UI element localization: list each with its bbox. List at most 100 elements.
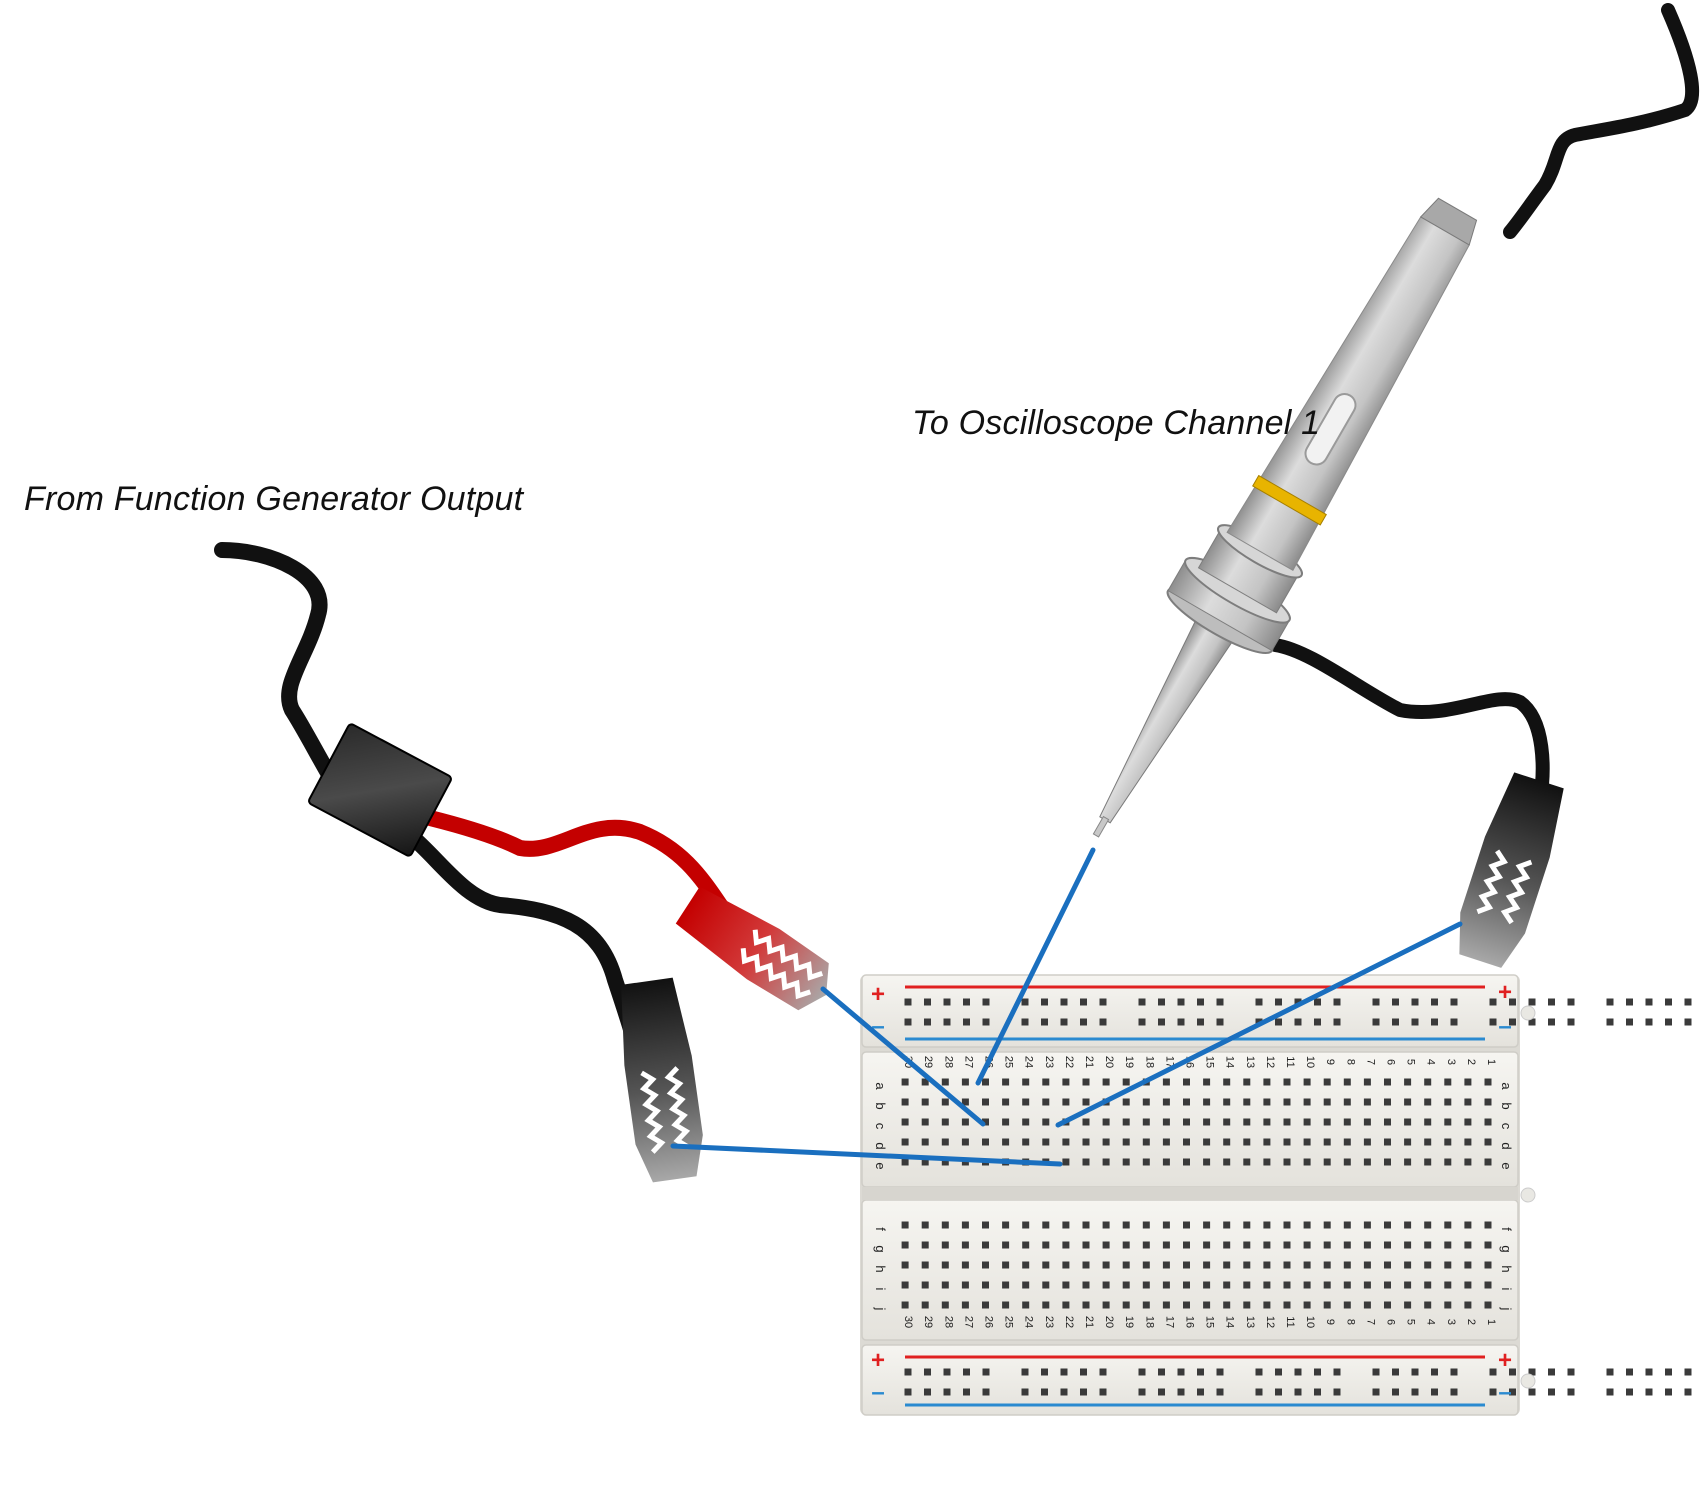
breadboard-hole[interactable] [1489, 1388, 1497, 1396]
breadboard-hole[interactable] [1082, 1221, 1090, 1229]
breadboard-hole[interactable] [1183, 1078, 1190, 1086]
breadboard-hole[interactable] [1223, 1158, 1231, 1166]
breadboard-hole[interactable] [1303, 1281, 1311, 1289]
breadboard-hole[interactable] [1303, 1261, 1311, 1269]
breadboard-hole[interactable] [1424, 1241, 1432, 1249]
breadboard-hole[interactable] [1022, 1118, 1030, 1126]
breadboard-hole[interactable] [1626, 998, 1633, 1006]
breadboard-hole[interactable] [921, 1138, 929, 1146]
breadboard-hole[interactable] [1021, 1368, 1029, 1376]
breadboard-hole[interactable] [1203, 1221, 1211, 1229]
breadboard-hole[interactable] [1411, 1368, 1419, 1376]
breadboard-hole[interactable] [1444, 1281, 1452, 1289]
breadboard-hole[interactable] [982, 1221, 989, 1229]
breadboard-hole[interactable] [1223, 1241, 1231, 1249]
breadboard-hole[interactable] [1203, 1158, 1211, 1166]
breadboard-hole[interactable] [904, 1018, 912, 1026]
breadboard-hole[interactable] [1314, 998, 1321, 1006]
breadboard-hole[interactable] [1384, 1158, 1391, 1166]
breadboard-hole[interactable] [1080, 998, 1087, 1006]
breadboard-hole[interactable] [943, 998, 951, 1006]
breadboard-hole[interactable] [1323, 1261, 1331, 1269]
breadboard-hole[interactable] [1223, 1261, 1231, 1269]
breadboard-hole[interactable] [1372, 998, 1380, 1006]
breadboard-hole[interactable] [982, 998, 990, 1006]
breadboard-hole[interactable] [1122, 1078, 1130, 1086]
breadboard-hole[interactable] [1042, 1138, 1050, 1146]
breadboard-hole[interactable] [1216, 1018, 1224, 1026]
breadboard-hole[interactable] [1062, 1301, 1070, 1309]
breadboard-hole[interactable] [1203, 1098, 1211, 1106]
breadboard-hole[interactable] [1333, 1388, 1341, 1396]
breadboard-hole[interactable] [921, 1241, 929, 1249]
breadboard-hole[interactable] [941, 1261, 949, 1269]
breadboard-hole[interactable] [1606, 1388, 1614, 1396]
breadboard-hole[interactable] [1080, 1368, 1087, 1376]
breadboard-hole[interactable] [1183, 1241, 1190, 1249]
breadboard-hole[interactable] [1062, 1221, 1070, 1229]
breadboard-hole[interactable] [1042, 1221, 1050, 1229]
breadboard-hole[interactable] [1263, 1241, 1271, 1249]
breadboard-hole[interactable] [1450, 1018, 1458, 1026]
breadboard-hole[interactable] [961, 1098, 969, 1106]
breadboard-hole[interactable] [941, 1158, 949, 1166]
breadboard-hole[interactable] [1484, 1261, 1492, 1269]
breadboard-hole[interactable] [1283, 1281, 1291, 1289]
breadboard-hole[interactable] [1404, 1098, 1412, 1106]
breadboard-hole[interactable] [1122, 1241, 1130, 1249]
breadboard-hole[interactable] [901, 1118, 909, 1126]
breadboard-hole[interactable] [921, 1078, 929, 1086]
breadboard-hole[interactable] [941, 1138, 949, 1146]
breadboard-hole[interactable] [1243, 1261, 1251, 1269]
breadboard-hole[interactable] [1411, 1018, 1419, 1026]
breadboard-hole[interactable] [961, 1301, 969, 1309]
breadboard-hole[interactable] [901, 1138, 909, 1146]
breadboard-hole[interactable] [1484, 1301, 1492, 1309]
breadboard-hole[interactable] [1404, 1241, 1412, 1249]
breadboard-hole[interactable] [1343, 1221, 1351, 1229]
breadboard-hole[interactable] [963, 1368, 970, 1376]
breadboard-hole[interactable] [921, 1118, 929, 1126]
breadboard-hole[interactable] [1062, 1078, 1070, 1086]
breadboard-hole[interactable] [901, 1221, 909, 1229]
breadboard-hole[interactable] [1392, 1368, 1399, 1376]
breadboard-hole[interactable] [1606, 1368, 1614, 1376]
breadboard-hole[interactable] [1243, 1301, 1251, 1309]
breadboard-hole[interactable] [1665, 1018, 1672, 1026]
breadboard-hole[interactable] [1684, 998, 1692, 1006]
breadboard-hole[interactable] [901, 1281, 909, 1289]
breadboard-hole[interactable] [1548, 1388, 1555, 1396]
breadboard-hole[interactable] [1082, 1241, 1090, 1249]
breadboard-hole[interactable] [1283, 1261, 1291, 1269]
breadboard-hole[interactable] [1197, 1368, 1204, 1376]
breadboard-hole[interactable] [1142, 1158, 1150, 1166]
breadboard-hole[interactable] [1203, 1118, 1211, 1126]
breadboard-hole[interactable] [961, 1118, 969, 1126]
breadboard-hole[interactable] [1484, 1158, 1492, 1166]
breadboard-hole[interactable] [921, 1281, 929, 1289]
breadboard-hole[interactable] [1665, 1368, 1672, 1376]
breadboard-hole[interactable] [1158, 1388, 1165, 1396]
breadboard-hole[interactable] [1183, 1301, 1190, 1309]
breadboard-hole[interactable] [1294, 1018, 1302, 1026]
breadboard-hole[interactable] [1002, 1241, 1010, 1249]
breadboard-hole[interactable] [1343, 1158, 1351, 1166]
breadboard-hole[interactable] [1162, 1301, 1170, 1309]
breadboard-hole[interactable] [963, 1018, 970, 1026]
breadboard-hole[interactable] [1122, 1281, 1130, 1289]
breadboard-hole[interactable] [1363, 1281, 1371, 1289]
breadboard-hole[interactable] [1102, 1261, 1110, 1269]
breadboard-hole[interactable] [1684, 1018, 1692, 1026]
breadboard-hole[interactable] [1255, 998, 1263, 1006]
breadboard-hole[interactable] [1243, 1138, 1251, 1146]
breadboard-hole[interactable] [1392, 998, 1399, 1006]
black-alligator-clip-oscilloscope[interactable] [1448, 770, 1571, 972]
breadboard-hole[interactable] [1343, 1118, 1351, 1126]
breadboard-hole[interactable] [1404, 1078, 1412, 1086]
breadboard-hole[interactable] [1099, 1388, 1107, 1396]
breadboard-hole[interactable] [1142, 1138, 1150, 1146]
breadboard-hole[interactable] [1021, 1388, 1029, 1396]
breadboard-hole[interactable] [1384, 1221, 1391, 1229]
breadboard-hole[interactable] [1041, 1388, 1048, 1396]
breadboard-hole[interactable] [1645, 1018, 1653, 1026]
